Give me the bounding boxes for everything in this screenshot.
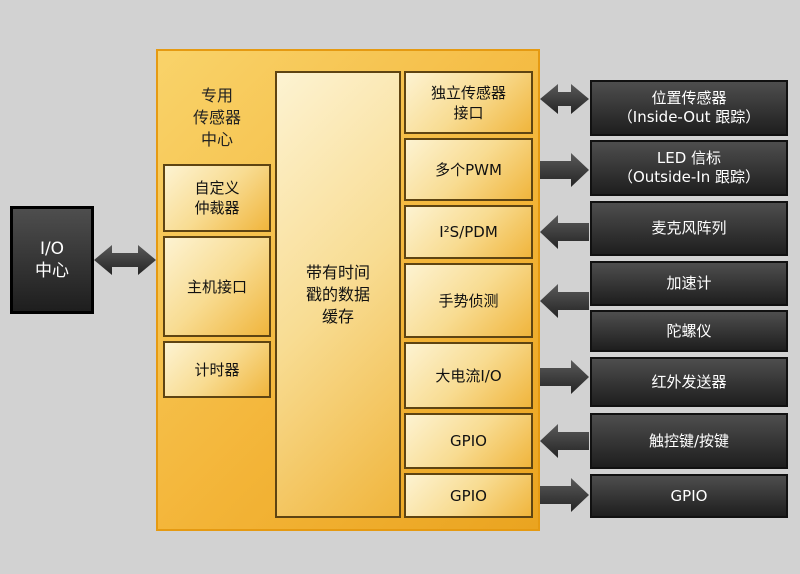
timestamped-buffer-block: 带有时间 戳的数据 缓存 [275, 71, 401, 518]
position-sensor-double-arrow [540, 84, 589, 114]
gpio-output-block: GPIO [590, 474, 788, 518]
gpio-interface-block-1: GPIO [404, 413, 533, 469]
pwm-to-led-arrow [540, 153, 589, 187]
ir-transmitter-block: 红外发送器 [590, 357, 788, 407]
sensor-hub-title: 专用 传感器 中心 [192, 86, 241, 149]
microphone-array-block: 麦克风阵列 [590, 201, 788, 256]
high-current-io-block: 大电流I/O [404, 342, 533, 409]
sensors-to-gesture-arrow [540, 284, 589, 318]
io-to-ir-arrow [540, 360, 589, 394]
gpio-interface-block-2: GPIO [404, 473, 533, 518]
io-center-block: I/O 中心 [10, 206, 94, 314]
gesture-detection-block: 手势侦测 [404, 263, 533, 338]
accelerometer-block: 加速计 [590, 261, 788, 306]
gpio-to-gpio-arrow [540, 478, 589, 512]
io-hub-double-arrow [94, 245, 156, 275]
touch-keys-block: 触控键/按键 [590, 413, 788, 469]
touch-to-gpio-arrow [540, 424, 589, 458]
independent-sensor-interface-block: 独立传感器 接口 [404, 71, 533, 134]
custom-arbiter-block: 自定义 仲裁器 [163, 164, 271, 232]
mic-to-i2s-arrow [540, 215, 589, 249]
led-beacon-block: LED 信标 （Outside-In 跟踪） [590, 140, 788, 196]
i2s-pdm-block: I²S/PDM [404, 205, 533, 259]
position-sensor-block: 位置传感器 （Inside-Out 跟踪） [590, 80, 788, 136]
gyroscope-block: 陀螺仪 [590, 310, 788, 352]
multi-pwm-block: 多个PWM [404, 138, 533, 201]
host-interface-block: 主机接口 [163, 236, 271, 337]
timer-block: 计时器 [163, 341, 271, 398]
